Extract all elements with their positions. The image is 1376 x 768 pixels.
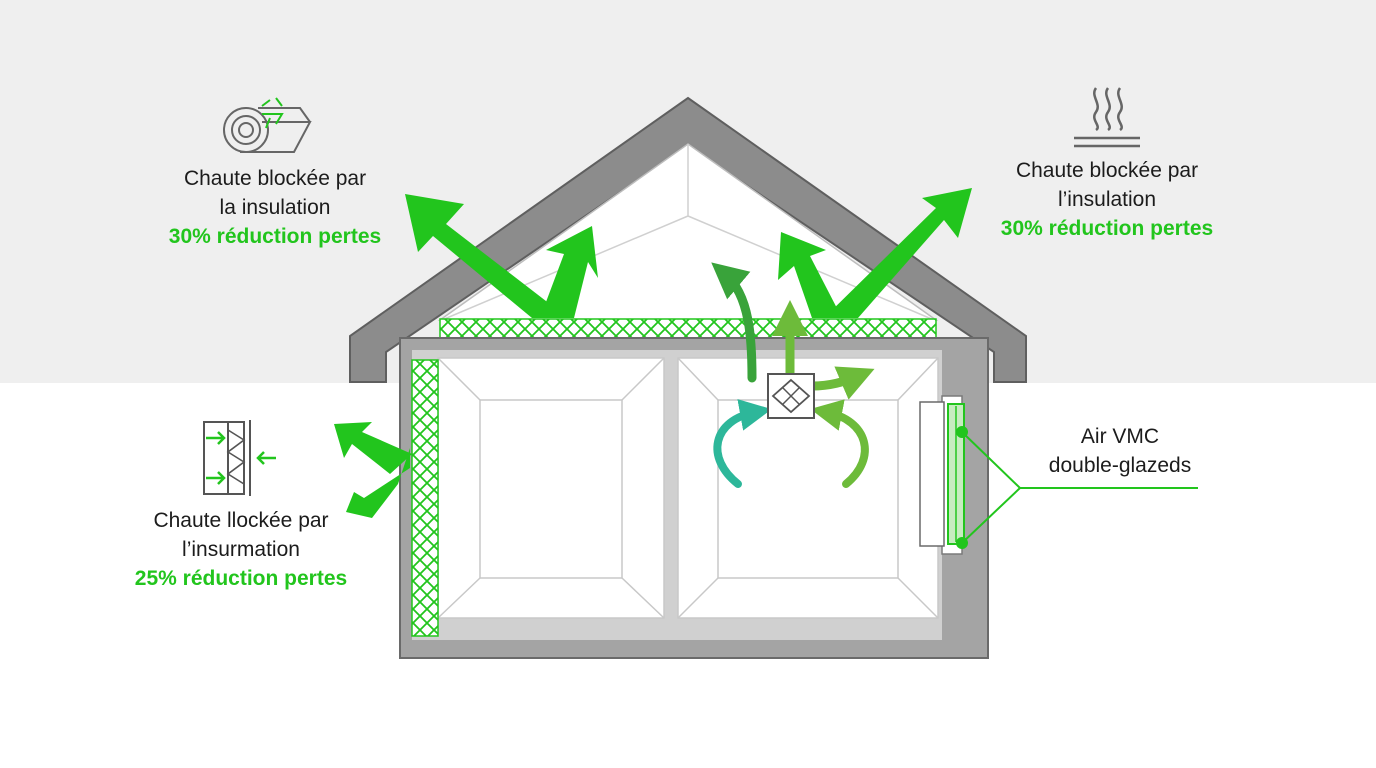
callout-roof-right: Chaute blockée par l’insulation 30% rédu… <box>954 156 1260 243</box>
callout-roof-right-line1: Chaute blockée par <box>1015 159 1199 182</box>
heat-loss-arrow-roof-left-b <box>540 226 598 318</box>
callout-wall-left: Chaute llockée par l’insurmation 25% réd… <box>88 506 394 593</box>
callout-roof-left: Chaute blockée par la insulation 30% réd… <box>122 164 428 251</box>
heat-loss-arrow-wall <box>346 448 410 518</box>
callout-wall-left-line2: l’insurmation <box>182 538 300 561</box>
vmc-unit-icon <box>767 373 815 419</box>
heat-loss-arrow-roof-left-a <box>405 194 568 318</box>
wall-insulation <box>411 359 439 637</box>
callout-roof-right-highlight: 30% réduction pertes <box>1000 217 1214 240</box>
callout-wall-left-line1: Chaute llockée par <box>153 509 329 532</box>
window-callout-dot-top <box>956 426 968 438</box>
window-callout-dot-bottom <box>956 537 968 549</box>
heat-loss-arrow-wall-up <box>334 422 412 474</box>
callout-roof-right-line2: l’insulation <box>1057 188 1157 211</box>
double-glazed-window <box>919 401 945 547</box>
callout-roof-left-highlight: 30% réduction pertes <box>168 225 382 248</box>
callout-window-right-line1: Air VMC <box>1080 425 1160 448</box>
attic-insulation <box>439 318 937 340</box>
vmc-intake-teal-arrow <box>713 399 772 488</box>
window-callout-lines <box>961 431 1198 544</box>
callout-roof-left-line2: la insulation <box>219 196 331 219</box>
heat-waves-icon <box>1074 87 1140 148</box>
vmc-intake-green-arrow <box>810 399 869 488</box>
wall-insulation-icon <box>203 420 276 496</box>
roof <box>349 96 1027 383</box>
callout-window-right-line2: double-glazeds <box>1048 454 1192 477</box>
insulation-roll-icon <box>223 97 312 153</box>
vmc-airflow-up-left-arrow <box>711 262 757 383</box>
heat-loss-arrow-roof-right-b <box>824 188 972 318</box>
callout-wall-left-highlight: 25% réduction pertes <box>134 567 348 590</box>
callout-window-right: Air VMC double-glazeds <box>1020 422 1220 480</box>
heat-loss-arrow-roof-right-a <box>778 232 842 318</box>
callout-roof-left-line1: Chaute blockée par <box>183 167 367 190</box>
vmc-airflow-right-arrow <box>807 366 875 400</box>
